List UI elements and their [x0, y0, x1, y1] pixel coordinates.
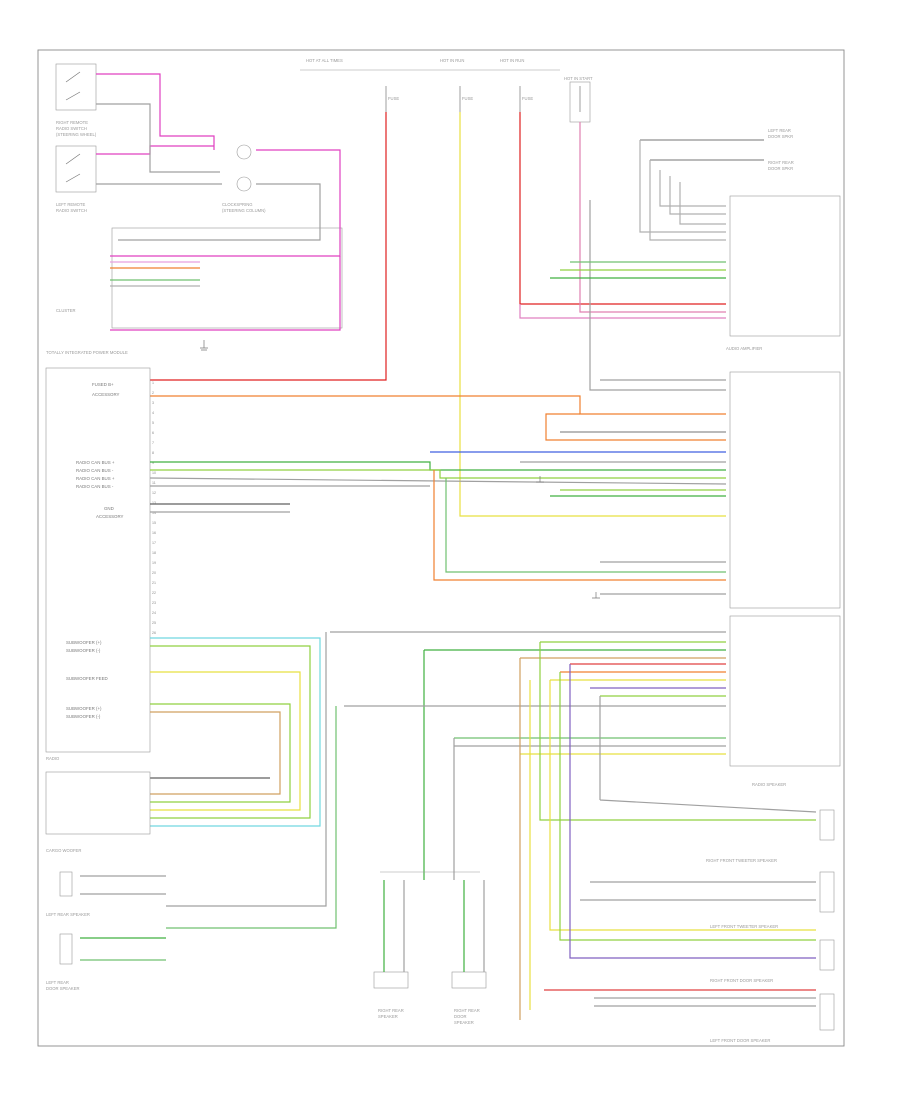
right-remote-radio-switch: RIGHT REMOTE RADIO SWITCH (STEERING WHEE…	[55, 63, 97, 137]
svg-text:1: 1	[152, 381, 154, 385]
svg-text:RADIO SPEAKER: RADIO SPEAKER	[752, 782, 786, 787]
svg-text:FUSE: FUSE	[388, 96, 399, 101]
svg-text:LEFT REMOTE: LEFT REMOTE	[56, 202, 85, 207]
svg-text:2: 2	[152, 391, 154, 395]
svg-text:ACCESSORY: ACCESSORY	[96, 514, 124, 519]
svg-text:RADIO: RADIO	[46, 756, 60, 761]
svg-text:10: 10	[152, 471, 156, 475]
svg-text:24: 24	[152, 611, 156, 615]
svg-text:16: 16	[152, 531, 156, 535]
fuse-block: HOT AT ALL TIMES HOT IN RUN HOT IN RUN F…	[300, 58, 593, 123]
svg-text:7: 7	[152, 441, 154, 445]
svg-text:LEFT REAR: LEFT REAR	[768, 128, 791, 133]
svg-text:SUBWOOFER (+): SUBWOOFER (+)	[66, 640, 102, 645]
svg-text:RIGHT REAR: RIGHT REAR	[768, 160, 794, 165]
svg-text:RIGHT REMOTE: RIGHT REMOTE	[56, 120, 88, 125]
left-remote-radio-switch: LEFT REMOTE RADIO SWITCH	[55, 145, 97, 213]
svg-text:HOT IN START: HOT IN START	[564, 76, 593, 81]
svg-text:FUSED B+: FUSED B+	[92, 382, 114, 387]
audio-amplifier-c2	[729, 371, 841, 609]
subwoofer-connector	[45, 771, 151, 835]
svg-text:LEFT FRONT TWEETER SPEAKER: LEFT FRONT TWEETER SPEAKER	[710, 924, 778, 929]
svg-text:11: 11	[152, 481, 156, 485]
ground-symbols	[200, 340, 600, 599]
svg-text:SUBWOOFER (+): SUBWOOFER (+)	[66, 706, 102, 711]
front-speakers: RIGHT FRONT TWEETER SPEAKER LEFT FRONT T…	[706, 809, 835, 1043]
svg-text:SUBWOOFER (-): SUBWOOFER (-)	[66, 648, 101, 653]
left-rear-door-speaker: LEFT REAR DOOR SPEAKER	[46, 933, 80, 991]
svg-text:15: 15	[152, 521, 156, 525]
svg-text:AUDIO AMPLIFIER: AUDIO AMPLIFIER	[726, 346, 762, 351]
svg-text:RIGHT FRONT DOOR SPEAKER: RIGHT FRONT DOOR SPEAKER	[710, 978, 773, 983]
svg-text:9: 9	[152, 461, 154, 465]
svg-text:GND: GND	[104, 506, 114, 511]
svg-text:RIGHT FRONT TWEETER SPEAKER: RIGHT FRONT TWEETER SPEAKER	[706, 858, 777, 863]
svg-text:SUBWOOFER (-): SUBWOOFER (-)	[66, 714, 101, 719]
svg-text:3: 3	[152, 401, 154, 405]
svg-text:CLOCKSPRING: CLOCKSPRING	[222, 202, 252, 207]
svg-text:RIGHT REAR: RIGHT REAR	[454, 1008, 480, 1013]
svg-text:8: 8	[152, 451, 154, 455]
svg-text:DOOR SPEAKER: DOOR SPEAKER	[46, 986, 80, 991]
svg-text:5: 5	[152, 421, 154, 425]
svg-text:DOOR SPKR: DOOR SPKR	[768, 134, 793, 139]
svg-text:17: 17	[152, 541, 156, 545]
svg-text:(STEERING COLUMN): (STEERING COLUMN)	[222, 208, 266, 213]
radio: TOTALLY INTEGRATED POWER MODULE RADIO FU…	[45, 350, 151, 761]
svg-text:FUSE: FUSE	[522, 96, 533, 101]
svg-text:HOT IN RUN: HOT IN RUN	[440, 58, 464, 63]
svg-text:DOOR: DOOR	[454, 1014, 467, 1019]
svg-text:LEFT REAR: LEFT REAR	[46, 980, 69, 985]
svg-text:HOT IN RUN: HOT IN RUN	[500, 58, 524, 63]
svg-text:ACCESSORY: ACCESSORY	[92, 392, 120, 397]
svg-text:19: 19	[152, 561, 156, 565]
svg-text:18: 18	[152, 551, 156, 555]
svg-text:FUSE: FUSE	[462, 96, 473, 101]
svg-text:RADIO CAN BUS +: RADIO CAN BUS +	[76, 460, 115, 465]
svg-text:RADIO SWITCH: RADIO SWITCH	[56, 208, 87, 213]
svg-text:25: 25	[152, 621, 156, 625]
audio-amplifier-c1: LEFT REAR DOOR SPKR RIGHT REAR DOOR SPKR…	[726, 128, 841, 351]
svg-text:SPEAKER: SPEAKER	[378, 1014, 398, 1019]
svg-text:20: 20	[152, 571, 156, 575]
svg-text:CARGO WOOFER: CARGO WOOFER	[46, 848, 81, 853]
cluster: CLUSTER	[56, 227, 343, 329]
svg-text:22: 22	[152, 591, 156, 595]
svg-text:CLUSTER: CLUSTER	[56, 308, 76, 313]
left-rear-speaker: CARGO WOOFER LEFT REAR SPEAKER	[46, 848, 90, 917]
svg-text:RIGHT REAR: RIGHT REAR	[378, 1008, 404, 1013]
svg-text:13: 13	[152, 501, 156, 505]
svg-text:HOT AT ALL TIMES: HOT AT ALL TIMES	[306, 58, 343, 63]
svg-text:RADIO CAN BUS -: RADIO CAN BUS -	[76, 484, 114, 489]
svg-text:14: 14	[152, 511, 156, 515]
right-rear-speaker: RIGHT REAR SPEAKER RIGHT REAR DOOR SPEAK…	[373, 871, 487, 1025]
svg-text:SPEAKER: SPEAKER	[454, 1020, 474, 1025]
svg-text:SUBWOOFER FEED: SUBWOOFER FEED	[66, 676, 108, 681]
svg-text:6: 6	[152, 431, 154, 435]
svg-text:LEFT REAR SPEAKER: LEFT REAR SPEAKER	[46, 912, 90, 917]
svg-text:RADIO CAN BUS +: RADIO CAN BUS +	[76, 476, 115, 481]
svg-text:23: 23	[152, 601, 156, 605]
svg-text:26: 26	[152, 631, 156, 635]
diagram-frame	[37, 49, 845, 1047]
svg-text:RADIO SWITCH: RADIO SWITCH	[56, 126, 87, 131]
svg-text:(STEERING WHEEL): (STEERING WHEEL)	[56, 132, 97, 137]
svg-text:TOTALLY INTEGRATED POWER MODUL: TOTALLY INTEGRATED POWER MODULE	[46, 350, 128, 355]
svg-text:LEFT FRONT DOOR SPEAKER: LEFT FRONT DOOR SPEAKER	[710, 1038, 770, 1043]
svg-text:12: 12	[152, 491, 156, 495]
svg-text:21: 21	[152, 581, 156, 585]
svg-text:RADIO CAN BUS -: RADIO CAN BUS -	[76, 468, 114, 473]
clockspring: CLOCKSPRING (STEERING COLUMN)	[222, 144, 266, 213]
svg-text:DOOR SPKR: DOOR SPKR	[768, 166, 793, 171]
audio-amplifier-c3: RADIO SPEAKER	[729, 615, 841, 787]
svg-text:4: 4	[152, 411, 154, 415]
